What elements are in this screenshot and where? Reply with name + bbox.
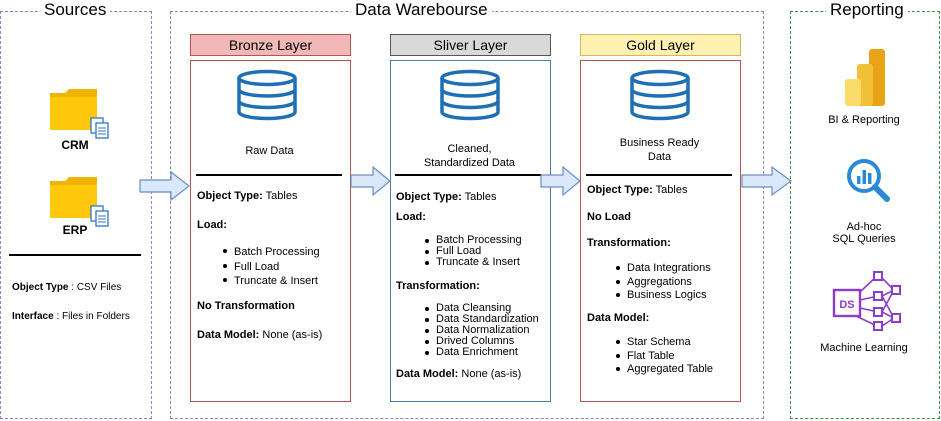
arrow-gold-to-reporting (741, 165, 793, 197)
reporting-bi-label: BI & Reporting (828, 114, 900, 126)
bronze-object-type: Object Type: Tables (197, 190, 297, 203)
list-item: Full Load (216, 260, 320, 275)
database-icon (440, 69, 500, 121)
sources-interface: Interface : Files in Folders (12, 310, 130, 323)
silver-description-line1: Cleaned, (447, 143, 492, 155)
list-item: Batch Processing (216, 245, 320, 260)
silver-description-line2: Standardized Data (423, 157, 516, 169)
silver-object-type: Object Type: Tables (396, 191, 496, 204)
list-item: Data Cleansing (418, 303, 539, 314)
reporting-ml-label: Machine Learning (820, 342, 908, 354)
folder-document-icon (50, 177, 109, 227)
gold-description-line2: Data (647, 151, 672, 163)
search-chart-icon (847, 159, 890, 202)
silver-load-label: Load: (396, 211, 426, 223)
sources-interface-label: Interface (12, 311, 54, 322)
gold-object-type: Object Type: Tables (587, 184, 687, 197)
bronze-layer-header: Bronze Layer (190, 34, 351, 56)
gold-transformation-label: Transformation: (587, 237, 671, 249)
list-item: Data Standardization (418, 314, 539, 325)
arrow-silver-to-gold (540, 165, 581, 197)
source-crm-label: CRM (61, 138, 89, 152)
gold-data-model-list: Star Schema Flat Table Aggregated Table (609, 336, 713, 377)
sources-title: Sources (40, 0, 111, 20)
list-item: Truncate & Insert (216, 274, 320, 289)
ds-badge: DS (839, 299, 854, 311)
sources-object-type: Object Type : CSV Files (12, 281, 121, 294)
silver-layer-header: Sliver Layer (390, 34, 551, 56)
database-icon (630, 69, 690, 121)
source-erp-label: ERP (62, 223, 88, 237)
list-item: Aggregations (609, 276, 711, 290)
silver-transformation-list: Data Cleansing Data Standardization Data… (418, 303, 539, 358)
list-item: Batch Processing (418, 235, 522, 246)
bronze-data-model-label: Data Model: (197, 329, 260, 341)
gold-transformation-list: Data Integrations Aggregations Business … (609, 262, 711, 303)
bronze-load-label: Load: (197, 219, 227, 231)
list-item: Star Schema (609, 336, 713, 350)
gold-data-model-label: Data Model: (587, 312, 650, 324)
silver-divider (395, 174, 541, 176)
gold-object-type-label: Object Type: (587, 184, 653, 196)
gold-divider (586, 174, 732, 176)
silver-transformation-label: Transformation: (396, 280, 480, 292)
silver-object-type-value: Tables (461, 191, 497, 203)
silver-data-model: Data Model: None (as-is) (396, 368, 521, 381)
sources-interface-value: : Files in Folders (53, 311, 130, 322)
gold-object-type-value: Tables (652, 184, 688, 196)
gold-load: No Load (587, 211, 631, 223)
bronze-load-list: Batch Processing Full Load Truncate & In… (216, 245, 320, 289)
power-bi-icon (845, 49, 885, 106)
gold-layer-header: Gold Layer (580, 34, 741, 56)
list-item: Data Normalization (418, 325, 539, 336)
silver-data-model-value: None (as-is) (458, 368, 522, 380)
bronze-object-type-value: Tables (262, 190, 298, 202)
list-item: Aggregated Table (609, 363, 713, 377)
list-item: Full Load (418, 246, 522, 257)
gold-description-line1: Business Ready (619, 137, 700, 149)
sources-divider (9, 254, 141, 256)
reporting-adhoc-line2: SQL Queries (832, 233, 896, 245)
list-item: Drived Columns (418, 336, 539, 347)
arrow-sources-to-bronze (139, 170, 190, 202)
bronze-data-model-value: None (as-is) (259, 329, 323, 341)
bronze-divider (196, 174, 342, 176)
reporting-title: Reporting (826, 0, 908, 20)
sources-object-type-label: Object Type (12, 282, 69, 293)
folder-document-icon (50, 89, 109, 139)
data-science-network-icon: DS (832, 271, 901, 331)
silver-data-model-label: Data Model: (396, 368, 459, 380)
list-item: Data Enrichment (418, 347, 539, 358)
bronze-object-type-label: Object Type: (197, 190, 263, 202)
bronze-data-model: Data Model: None (as-is) (197, 329, 322, 342)
list-item: Data Integrations (609, 262, 711, 276)
bronze-description: Raw Data (245, 145, 294, 157)
silver-load-list: Batch Processing Full Load Truncate & In… (418, 235, 522, 268)
silver-object-type-label: Object Type: (396, 191, 462, 203)
list-item: Flat Table (609, 350, 713, 364)
list-item: Truncate & Insert (418, 257, 522, 268)
sources-object-type-value: : CSV Files (68, 282, 122, 293)
arrow-bronze-to-silver (350, 165, 391, 197)
reporting-adhoc-line1: Ad-hoc (846, 221, 882, 233)
bronze-transformation: No Transformation (197, 300, 295, 312)
list-item: Business Logics (609, 289, 711, 303)
warehouse-title: Data Warebourse (351, 0, 492, 20)
database-icon (237, 69, 297, 121)
